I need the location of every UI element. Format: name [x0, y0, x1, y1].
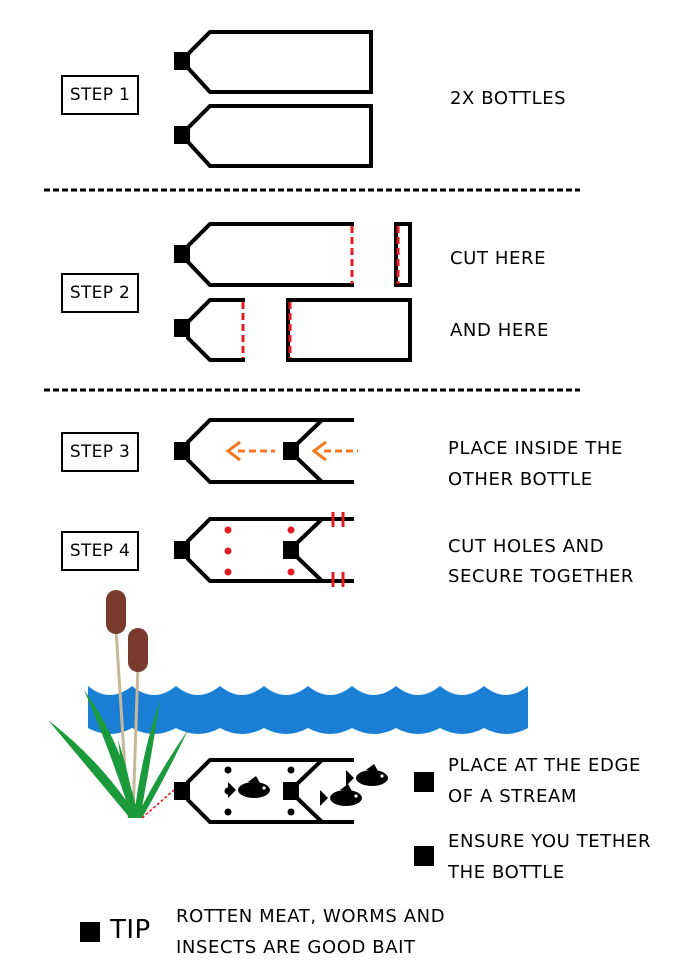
tip-bullet-icon [80, 922, 100, 942]
step2-bottle-top [174, 222, 412, 287]
step-3-text-line1: PLACE INSIDE THE [448, 438, 623, 459]
step-3-text-line2: OTHER BOTTLE [448, 469, 593, 490]
step-4-text-line1: CUT HOLES AND [448, 536, 605, 557]
fish-icon [228, 776, 270, 798]
step4-bottle-assembly [174, 512, 354, 587]
tip-label: TIP [110, 915, 151, 945]
step-2-text-cut: CUT HERE [450, 248, 547, 269]
instruction-1-line2: OF A STREAM [448, 786, 578, 807]
final-trap-bottle [174, 758, 354, 824]
bullet-square-icon [414, 772, 434, 792]
bullet-square-icon [414, 846, 434, 866]
instruction-1-line1: PLACE AT THE EDGE [448, 755, 641, 776]
arrow-left-icon [225, 440, 241, 462]
reed-plant-icon [48, 590, 188, 819]
tie-icon [331, 512, 345, 587]
step-3-label: STEP 3 [61, 432, 139, 472]
step-2-text-and: AND HERE [450, 320, 549, 341]
step-4-label: STEP 4 [61, 531, 139, 571]
step-1-label: STEP 1 [61, 75, 139, 115]
step2-bottle-bottom [174, 298, 412, 362]
fish-icon [346, 764, 388, 786]
step-4-text-line2: SECURE TOGETHER [448, 566, 635, 587]
step1-bottle-bottom [174, 104, 373, 168]
instruction-2-line2: THE BOTTLE [448, 862, 565, 883]
step-1-text: 2X BOTTLES [450, 88, 567, 109]
step3-bottle-assembly [174, 418, 358, 484]
step-2-label: STEP 2 [61, 273, 139, 313]
tip-text-line2: INSECTS ARE GOOD BAIT [176, 937, 416, 958]
arrow-left-icon [311, 440, 327, 462]
fish-icon [320, 784, 362, 806]
instruction-2-line1: ENSURE YOU TETHER [448, 831, 652, 852]
step1-bottle-top [174, 30, 373, 94]
water-wave-icon [88, 686, 528, 734]
tip-text-line1: ROTTEN MEAT, WORMS AND [176, 906, 446, 927]
